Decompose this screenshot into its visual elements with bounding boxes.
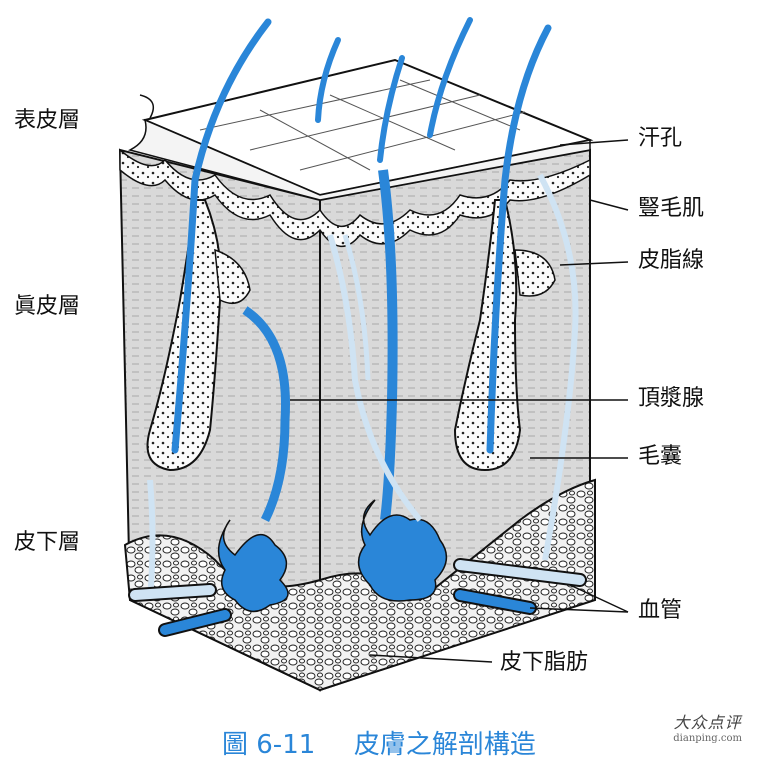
apocrine-gland-center <box>357 499 448 602</box>
label-epidermis: 表皮層 <box>14 108 81 133</box>
label-subcutaneous: 皮下層 <box>14 530 81 555</box>
site-watermark: 大众点评 dianping.com <box>673 709 742 744</box>
figure-caption: 圖 6-11 皮膚之解剖構造 <box>222 724 536 761</box>
label-apocrine-gland: 頂漿腺 <box>638 386 705 411</box>
label-hair-follicle: 毛囊 <box>638 444 683 469</box>
watermark-cn: 大众点评 <box>673 713 742 732</box>
label-dermis: 眞皮層 <box>14 294 81 319</box>
caption-title: 皮膚之解剖構造 <box>353 730 536 760</box>
epidermis-surface <box>119 58 594 247</box>
label-blood-vessel: 血管 <box>638 598 683 623</box>
caption-number: 圖 6-11 <box>222 730 316 760</box>
leader-lines <box>290 139 629 663</box>
hair-follicle-right <box>453 199 556 472</box>
blood-vessels <box>128 173 587 637</box>
watermark-en: dianping.com <box>673 733 742 744</box>
apocrine-gland-left <box>217 306 290 613</box>
label-sweat-pore: 汗孔 <box>638 126 683 151</box>
hair-shafts <box>171 17 552 521</box>
label-arrector-pili: 豎毛肌 <box>638 196 705 221</box>
label-sebaceous-gland: 皮脂線 <box>638 248 705 273</box>
label-subcutaneous-fat: 皮下脂肪 <box>500 650 589 675</box>
